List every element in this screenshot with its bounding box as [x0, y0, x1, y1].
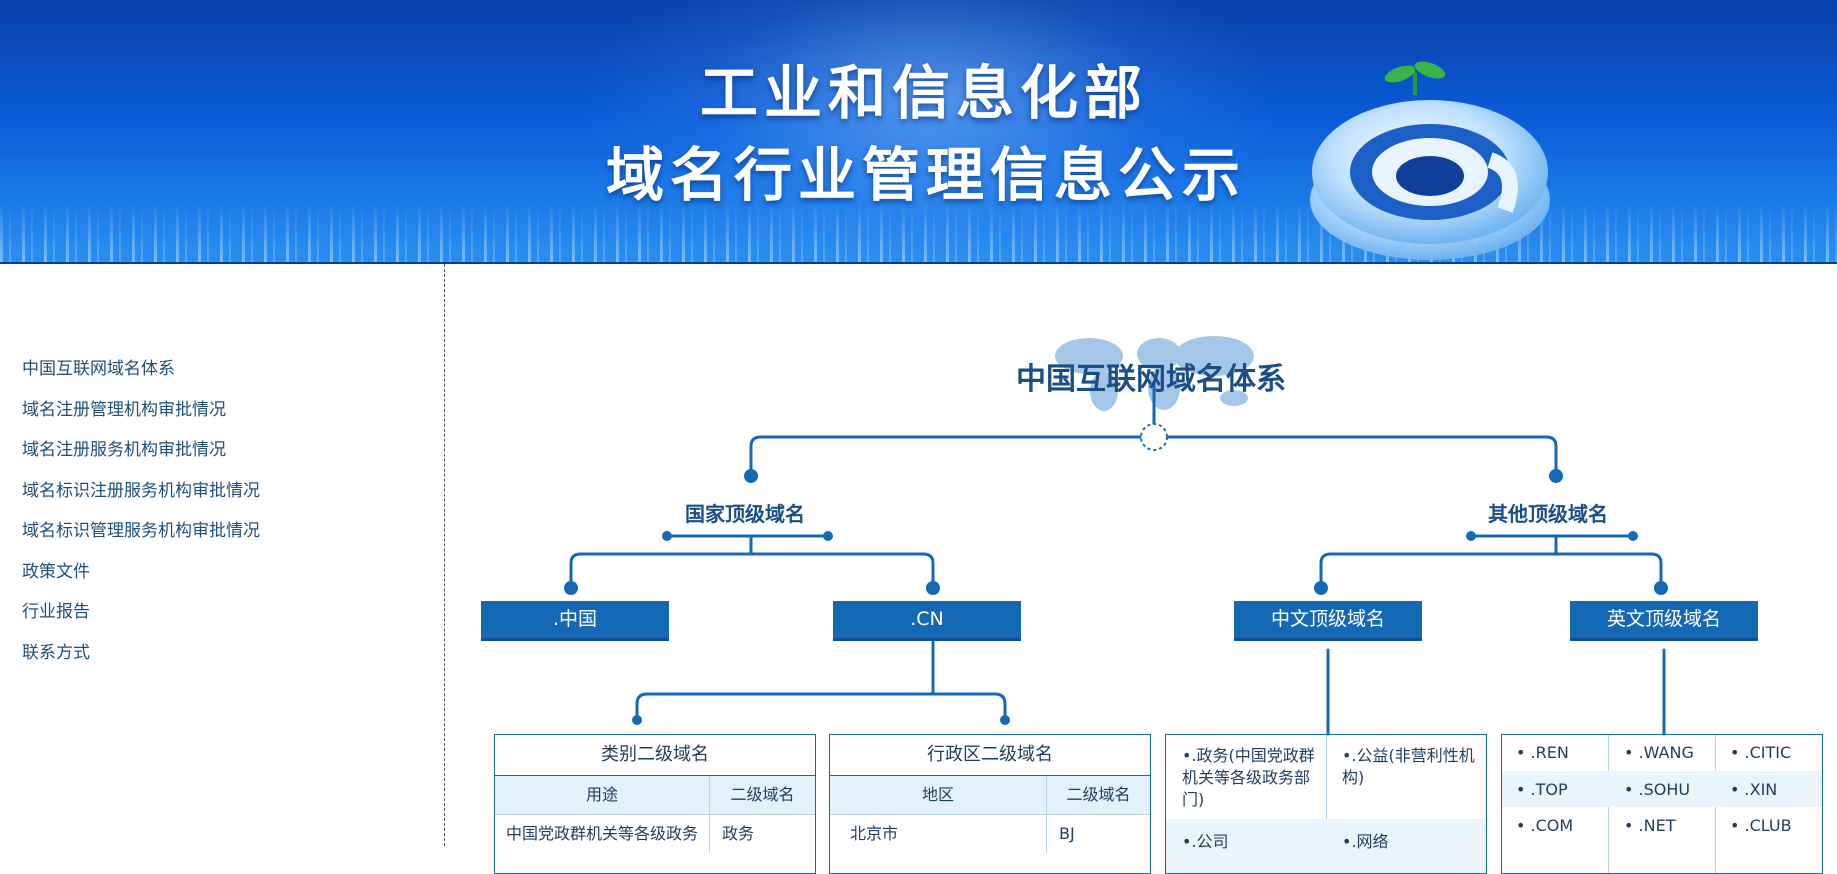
column-header-usage: 用途 — [585, 785, 618, 804]
list-item: • .CLUB — [1730, 816, 1792, 835]
region-sld-table: 行政区二级域名 地区 二级域名 北京市 BJ — [829, 734, 1151, 874]
other-tld-label: 其他顶级域名 — [1488, 502, 1608, 526]
category-sld-title: 类别二级域名 — [495, 735, 815, 776]
list-item: •.网络 — [1342, 832, 1389, 851]
node-chinese-tld[interactable]: 中文顶级域名 — [1234, 601, 1422, 641]
diagram-root-title: 中国互联网域名体系 — [1016, 362, 1286, 397]
list-item: • .TOP — [1516, 780, 1568, 799]
chinese-tld-list: •.政务(中国党政群机关等各级政务部门) •.公益(非营利性机构) •.公司 •… — [1165, 734, 1487, 874]
region-sld-header: 地区 二级域名 — [830, 776, 1150, 815]
sidebar-item-industry-reports[interactable]: 行业报告 — [22, 602, 90, 622]
sidebar-item-domain-system[interactable]: 中国互联网域名体系 — [22, 359, 175, 379]
list-item: • .SOHU — [1624, 780, 1691, 799]
at-symbol-logo-icon — [1310, 61, 1550, 260]
sidebar-item-registry-approval[interactable]: 域名注册管理机构审批情况 — [22, 399, 226, 420]
list-item: • .WANG — [1624, 743, 1694, 762]
sidebar-item-identifier-registry-approval[interactable]: 域名标识管理服务机构审批情况 — [22, 521, 260, 541]
header-banner: 工业和信息化部 域名行业管理信息公示 — [0, 0, 1837, 264]
list-item: • .COM — [1516, 816, 1574, 835]
banner-title-line1: 工业和信息化部 — [700, 59, 1149, 127]
domain-system-diagram: 中国互联网域名体系 国家顶级域名 其他顶级域名 .中国 .CN 中文顶级域名 英… — [445, 264, 1837, 874]
node-dot-cn[interactable]: .CN — [833, 601, 1021, 641]
category-sld-header: 用途 二级域名 — [495, 776, 815, 815]
node-dot-zhongguo[interactable]: .中国 — [481, 601, 669, 641]
column-header-sld: 二级域名 — [709, 776, 815, 814]
sidebar-item-policy-documents[interactable]: 政策文件 — [22, 561, 90, 582]
table-row: 中国党政群机关等各级政务 政务 — [495, 815, 815, 853]
sidebar-item-contact[interactable]: 联系方式 — [22, 642, 90, 663]
sidebar-item-registrar-approval[interactable]: 域名注册服务机构审批情况 — [22, 440, 226, 460]
english-tld-list: • .REN • .WANG • .CITIC • .TOP • .SOHU •… — [1501, 734, 1823, 874]
node-english-tld[interactable]: 英文顶级域名 — [1570, 601, 1758, 641]
connector-lines — [564, 382, 1668, 736]
table-cell-region: 北京市 — [850, 824, 899, 843]
sidebar-item-identifier-registrar-approval[interactable]: 域名标识注册服务机构审批情况 — [22, 480, 260, 501]
list-item: •.公司 — [1182, 832, 1229, 851]
table-row: 北京市 BJ — [830, 815, 1150, 853]
national-tld-label: 国家顶级域名 — [685, 502, 805, 526]
world-map-icon — [1055, 336, 1254, 411]
list-item: • .REN — [1516, 743, 1569, 762]
table-cell-sld: 政务 — [709, 815, 815, 853]
table-cell-sld: BJ — [1046, 815, 1150, 853]
table-cell-usage: 中国党政群机关等各级政务 — [505, 824, 698, 843]
region-sld-title: 行政区二级域名 — [830, 735, 1150, 776]
column-header-region: 地区 — [921, 785, 954, 804]
sidebar: 中国互联网域名体系 域名注册管理机构审批情况 域名注册服务机构审批情况 域名标识… — [0, 264, 445, 846]
banner-title-line2: 域名行业管理信息公示 — [606, 141, 1247, 209]
category-sld-table: 类别二级域名 用途 二级域名 中国党政群机关等各级政务 政务 — [494, 734, 816, 874]
list-item: •.公益(非营利性机构) — [1342, 746, 1475, 787]
list-item: • .CITIC — [1730, 743, 1792, 762]
list-item: • .NET — [1624, 816, 1676, 835]
column-header-sld: 二级域名 — [1046, 776, 1150, 814]
list-item: •.政务(中国党政群机关等各级政务部门) — [1182, 746, 1315, 809]
list-item: • .XIN — [1730, 780, 1778, 799]
sidebar-menu: 中国互联网域名体系 域名注册管理机构审批情况 域名注册服务机构审批情况 域名标识… — [22, 358, 260, 682]
